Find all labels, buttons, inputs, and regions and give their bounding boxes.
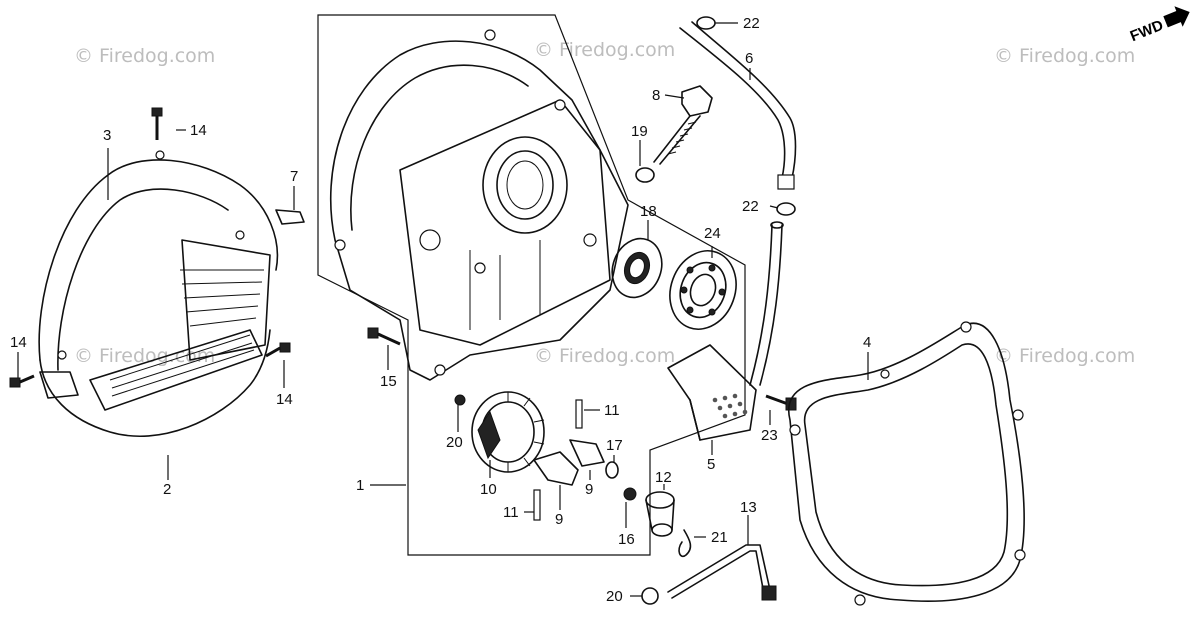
governor-slider-9a (533, 451, 579, 486)
callout-22b: 22 (742, 198, 759, 215)
watermark: © Firedog.com (74, 345, 215, 367)
callout-9a: 9 (555, 511, 563, 528)
callout-6: 6 (745, 50, 753, 67)
governor-slider-9b (569, 439, 605, 467)
callout-8: 8 (652, 87, 660, 104)
fan-shroud (38, 150, 279, 437)
watermark: © Firedog.com (994, 345, 1135, 367)
bolt-15 (367, 327, 401, 346)
breather-tube-6 (679, 21, 797, 190)
governor-shaft-12 (645, 491, 675, 537)
callout-7: 7 (290, 168, 298, 185)
o-ring-17 (605, 461, 619, 479)
o-ring-19 (635, 167, 655, 183)
watermark: © Firedog.com (994, 45, 1135, 67)
watermark: © Firedog.com (534, 39, 675, 61)
clamp-22-top (696, 16, 716, 30)
clip-7 (275, 209, 305, 225)
oil-strainer-5 (667, 344, 757, 441)
oil-tube (749, 224, 783, 386)
clip-21 (678, 529, 692, 558)
callout-20a: 20 (446, 434, 463, 451)
callout-2: 2 (163, 481, 171, 498)
clamp-22-lower (776, 202, 796, 216)
tube-end (770, 221, 784, 229)
callout-10: 10 (480, 481, 497, 498)
callout-5: 5 (707, 456, 715, 473)
callout-19: 19 (631, 123, 648, 140)
bolt-14-right (265, 342, 291, 358)
bolt-14-top (151, 107, 163, 140)
watermark: © Firedog.com (534, 345, 675, 367)
gasket-4 (787, 321, 1026, 606)
callout-23: 23 (761, 427, 778, 444)
oil-seal-18 (611, 237, 663, 299)
callout-14b: 14 (10, 334, 27, 351)
callout-labels: 1 2 3 4 5 6 7 8 9 9 10 11 11 12 13 14 14… (10, 15, 871, 605)
callout-17: 17 (606, 437, 623, 454)
callout-20b: 20 (606, 588, 623, 605)
forward-arrow-icon (1163, 6, 1190, 28)
callout-4: 4 (863, 334, 871, 351)
callout-21: 21 (711, 529, 728, 546)
washer-20-upper (454, 394, 466, 406)
washer-16 (623, 487, 637, 501)
callout-22a: 22 (743, 15, 760, 32)
watermark: © Firedog.com (74, 45, 215, 67)
forward-direction-indicator: FWD (1128, 6, 1190, 46)
callout-11b: 11 (503, 504, 519, 521)
governor-gear-10 (471, 391, 545, 473)
callout-16: 16 (618, 531, 635, 548)
callout-13: 13 (740, 499, 757, 516)
pin-11-upper (575, 399, 583, 429)
callout-24: 24 (704, 225, 721, 242)
callout-9b: 9 (585, 481, 593, 498)
bolt-14-left (9, 374, 35, 388)
governor-arm-13 (667, 544, 777, 601)
callout-15: 15 (380, 373, 397, 390)
pin-11-lower (533, 489, 541, 521)
assembly-1-outline (317, 14, 746, 556)
washer-20-lower (641, 587, 659, 605)
callout-11a: 11 (604, 402, 620, 419)
callout-14c: 14 (276, 391, 293, 408)
callout-12: 12 (655, 469, 672, 486)
callout-1: 1 (356, 477, 364, 494)
bearing-24 (669, 250, 737, 330)
leader-lines (17, 22, 869, 597)
callout-18: 18 (640, 203, 657, 220)
forward-label: FWD (1128, 17, 1166, 46)
dipstick-8 (653, 85, 713, 165)
callout-14a: 14 (190, 122, 207, 139)
callout-3: 3 (103, 127, 111, 144)
